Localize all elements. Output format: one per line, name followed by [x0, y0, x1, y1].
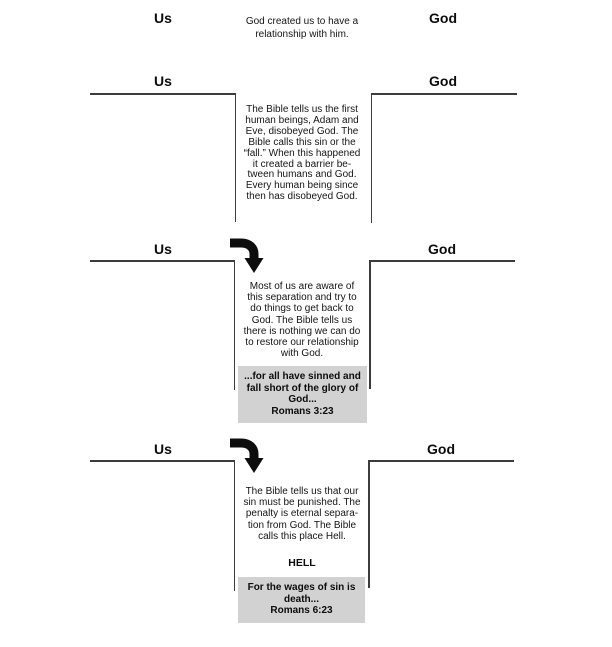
fall-caption: The Bible tells us the first human being… — [243, 104, 361, 203]
fall-us-cliff-edge-line — [234, 93, 236, 222]
romans-6-23-verse-box: For the wages of sin is death... Romans … — [238, 577, 365, 623]
fall-us-label: Us — [154, 73, 172, 89]
separation-us-cliff-top-line — [90, 260, 235, 262]
separation-us-label: Us — [154, 241, 172, 257]
penalty-us-label: Us — [154, 441, 172, 457]
fall-curved-arrow-icon — [230, 438, 264, 473]
penalty-us-cliff-edge-line — [233, 460, 235, 591]
penalty-us-cliff-top-line — [90, 460, 235, 462]
separation-god-cliff-top-line — [369, 260, 515, 262]
penalty-god-cliff-top-line — [368, 460, 514, 462]
romans-3-23-verse-box: ...for all have sinned and fall short of… — [238, 366, 367, 423]
hell-label: HELL — [288, 557, 316, 569]
fall-god-label: God — [429, 73, 457, 89]
separation-god-cliff-edge-line — [369, 260, 371, 389]
fall-us-cliff-top-line — [90, 93, 236, 95]
fall-curved-arrow-icon — [230, 238, 264, 273]
penalty-god-label: God — [427, 441, 455, 457]
penalty-god-cliff-edge-line — [368, 460, 370, 588]
separation-us-cliff-edge-line — [233, 260, 235, 390]
fall-god-cliff-top-line — [370, 93, 517, 95]
separation-caption: Most of us are aware of this separation … — [243, 281, 361, 360]
intro-us-label: Us — [154, 10, 172, 26]
fall-god-cliff-edge-line — [370, 93, 372, 223]
intro-caption: God created us to have a relationship wi… — [245, 16, 359, 40]
separation-god-label: God — [428, 241, 456, 257]
penalty-caption: The Bible tells us that our sin must be … — [243, 486, 361, 542]
intro-god-label: God — [429, 10, 457, 26]
